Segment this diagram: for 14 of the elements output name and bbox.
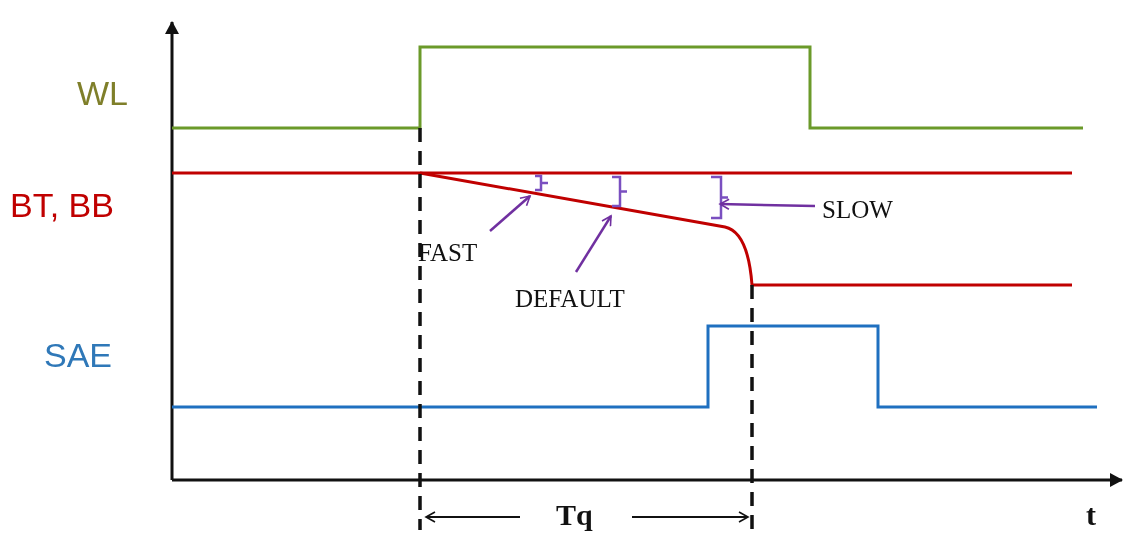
signal-name: BT, BB — [10, 188, 114, 222]
axis-label: t — [1086, 500, 1096, 530]
signal-name: SAE — [44, 338, 113, 372]
leader-line — [489, 195, 531, 232]
leader-text: SLOW — [822, 197, 893, 222]
bracket — [533, 174, 550, 192]
leader-line — [574, 215, 613, 273]
dimension-label: Tq — [556, 500, 593, 530]
bracket — [709, 175, 730, 220]
bracket — [610, 175, 629, 208]
leader-line — [719, 198, 816, 210]
signal-name: WL — [77, 76, 128, 110]
leader-text: DEFAULT — [515, 286, 625, 311]
leader-text: FAST — [418, 240, 478, 265]
